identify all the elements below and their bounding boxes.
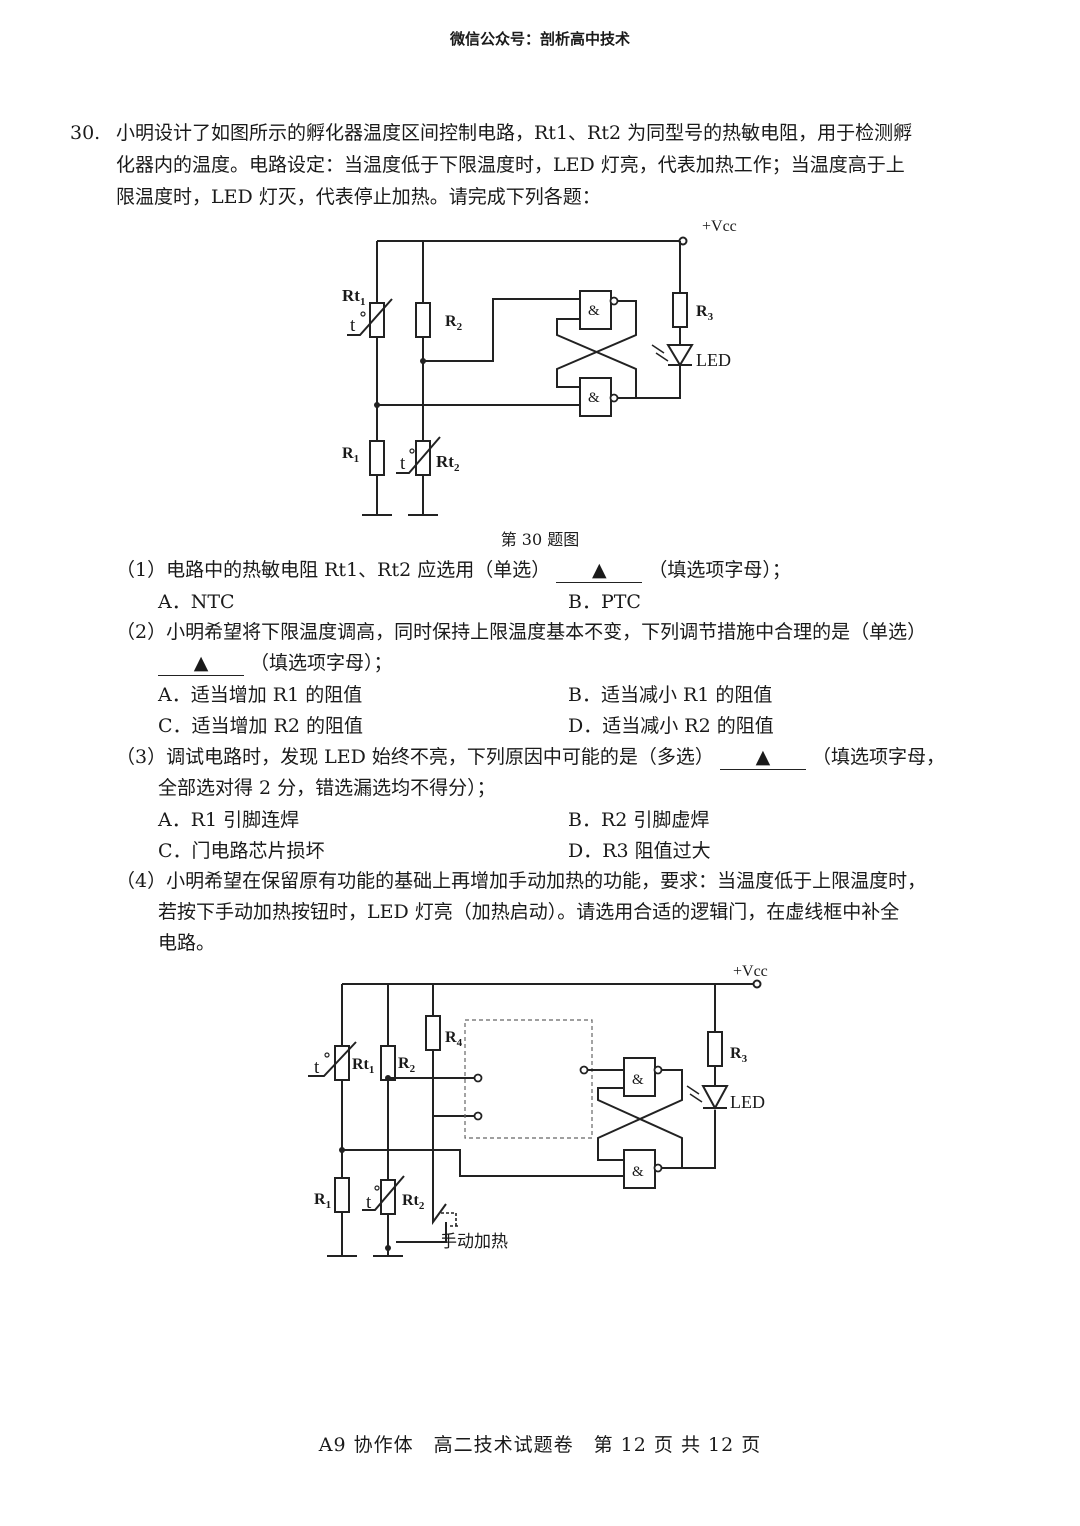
svg-text:t: t: [400, 453, 406, 474]
vcc-label: +Vcc: [702, 218, 737, 235]
svg-text:LED: LED: [696, 350, 731, 370]
r1-resistor: [334, 1177, 350, 1213]
option-2d: D．适当减小 R2 的阻值: [568, 715, 774, 737]
svg-text:R4: R4: [445, 1029, 463, 1049]
nand-gate-1: [579, 290, 612, 330]
option-3d: D．R3 阻值过大: [568, 840, 711, 862]
dashed-design-box[interactable]: [464, 1019, 593, 1139]
page-footer: A9 协作体 高二技术试题卷 第 12 页 共 12 页: [318, 1434, 762, 1456]
svg-text:R1: R1: [342, 445, 359, 465]
part-3-prompt-line-2: 全部选对得 2 分，错选漏选均不得分）；: [158, 777, 496, 799]
led-icon: [701, 1085, 729, 1111]
part-1-prompt: （1）电路中的热敏电阻 Rt1、Rt2 应选用（单选） ▲ （填选项字母）；: [116, 558, 791, 583]
svg-text:Rt1: Rt1: [342, 286, 365, 308]
r2-resistor: [380, 1045, 396, 1081]
part-4-prompt-line-3: 电路。: [158, 932, 216, 954]
svg-text:Rt2: Rt2: [402, 1192, 425, 1212]
rt2-thermistor: [380, 1179, 396, 1215]
svg-text:t: t: [366, 1192, 372, 1213]
page-header: 微信公众号：剖析高中技术: [449, 30, 630, 48]
nand-gate-2: [623, 1149, 656, 1189]
part-2-prompt: （2）小明希望将下限温度调高，同时保持上限温度基本不变，下列调节措施中合理的是（…: [116, 621, 927, 643]
option-3b: B．R2 引脚虚焊: [568, 809, 710, 831]
option-1a: A．NTC: [158, 591, 235, 613]
answer-blank-1[interactable]: ▲: [556, 558, 643, 583]
svg-text:&: &: [588, 303, 600, 319]
svg-text:+Vcc: +Vcc: [733, 963, 768, 980]
option-1b: B．PTC: [568, 591, 641, 613]
r3-resistor: [672, 292, 688, 328]
svg-text:Rt1: Rt1: [352, 1056, 374, 1076]
part-4-prompt-line-1: （4）小明希望在保留原有功能的基础上再增加手动加热的功能，要求：当温度低于上限温…: [116, 870, 927, 892]
svg-text:R2: R2: [445, 313, 463, 333]
nand-gate-1: [623, 1057, 656, 1097]
manual-switch-icon[interactable]: [441, 1212, 460, 1227]
option-2c: C．适当增加 R2 的阻值: [158, 715, 364, 737]
svg-text:Rt2: Rt2: [436, 452, 460, 474]
led-icon: [666, 344, 694, 367]
svg-text:手动加热: 手动加热: [440, 1232, 508, 1251]
question-stem-line-2: 化器内的温度。电路设定：当温度低于下限温度时，LED 灯亮，代表加热工作；当温度…: [116, 154, 905, 176]
r1-resistor: [369, 440, 385, 476]
svg-text:R3: R3: [730, 1045, 748, 1065]
question-stem-line-1: 小明设计了如图所示的孵化器温度区间控制电路，Rt1、Rt2 为同型号的热敏电阻，…: [116, 122, 913, 144]
svg-text:t: t: [350, 315, 356, 336]
question-number: 30.: [70, 122, 101, 144]
part-3-prompt: （3）调试电路时，发现 LED 始终不亮，下列原因中可能的是（多选） ▲ （填选…: [116, 745, 945, 770]
question-stem-line-3: 限温度时，LED 灯灭，代表停止加热。请完成下列各题：: [116, 186, 601, 208]
option-2a: A．适当增加 R1 的阻值: [158, 684, 363, 706]
svg-text:&: &: [588, 390, 600, 406]
option-3c: C．门电路芯片损坏: [158, 840, 325, 862]
option-2b: B．适当减小 R1 的阻值: [568, 684, 773, 706]
r3-resistor: [707, 1031, 723, 1067]
svg-text:LED: LED: [730, 1092, 765, 1112]
figure-caption: 第 30 题图: [500, 530, 580, 549]
r4-resistor: [425, 1015, 441, 1051]
circuit-diagram-1: +Vcc Rt1 t R1 R2 t Rt2 & & R3 LED: [342, 218, 737, 516]
answer-blank-3[interactable]: ▲: [719, 745, 806, 770]
r2-resistor: [415, 302, 431, 338]
svg-text:R1: R1: [314, 1191, 331, 1211]
svg-text:R2: R2: [398, 1055, 416, 1075]
svg-text:&: &: [632, 1164, 644, 1180]
circuit-diagram-2: +Vcc t Rt1 R1 R2 t Rt2 R4 手动加热 & & R3 LE…: [308, 963, 768, 1257]
svg-text:R3: R3: [696, 303, 714, 323]
svg-text:&: &: [632, 1072, 644, 1088]
answer-blank-2[interactable]: ▲: [158, 651, 244, 676]
part-4-prompt-line-2: 若按下手动加热按钮时，LED 灯亮（加热启动）。请选用合适的逻辑门，在虚线框中补…: [158, 901, 900, 923]
option-3a: A．R1 引脚连焊: [158, 809, 300, 831]
part-2-blank-line: ▲ （填选项字母）；: [158, 648, 393, 679]
svg-text:t: t: [314, 1057, 320, 1078]
